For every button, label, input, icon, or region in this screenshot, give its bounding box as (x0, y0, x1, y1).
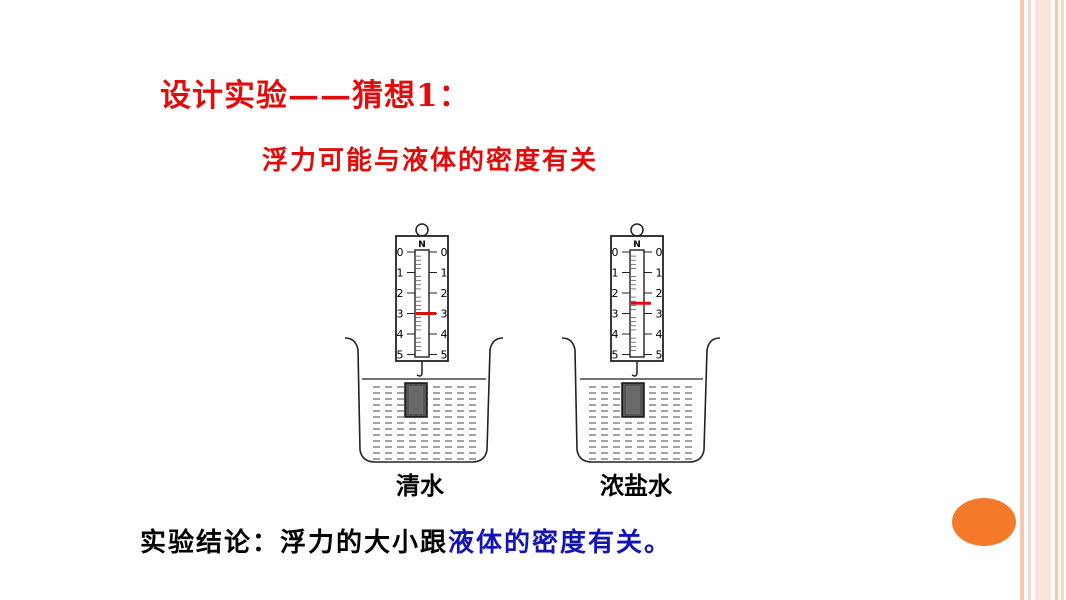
right-scale-tick-label-left: 2 (612, 287, 619, 300)
slide-title: 设计实验——猜想1： (160, 78, 471, 114)
border-stripe (1061, 0, 1064, 600)
scale-slot-left (414, 249, 430, 358)
right-scale-tick-label-left: 0 (612, 246, 619, 259)
right-scale-tick-label-right: 1 (656, 267, 663, 280)
hypothesis-subtitle: 浮力可能与液体的密度有关 (262, 146, 599, 176)
scale-hook-ring-left (415, 223, 429, 237)
left-scale-tick-label-left: 4 (397, 328, 404, 341)
conclusion-text: 实验结论：浮力的大小跟液体的密度有关。 (140, 522, 672, 559)
hook-left (416, 362, 423, 377)
left-scale-tick-label-right: 1 (441, 267, 448, 280)
scale-ticks-left: 0 0 1 1 2 2 3 3 4 4 5 5 (397, 246, 448, 362)
conclusion-prefix: 实验结论：浮力的大小跟 (140, 528, 449, 558)
beaker-left (344, 337, 504, 463)
left-setup: N 0 0 1 1 2 2 3 3 4 4 5 5 (344, 223, 504, 463)
label-clear-water: 清水 (396, 471, 444, 500)
left-scale-tick-label-left: 0 (397, 246, 404, 259)
right-scale-tick-label-right: 5 (656, 349, 663, 362)
left-scale-tick-label-right: 5 (441, 349, 448, 362)
scale-ticks-right: 0 0 1 1 2 2 3 3 4 4 5 5 (612, 246, 663, 362)
conclusion-highlight: 液体的密度有关。 (448, 528, 673, 558)
right-scale-tick-label-left: 4 (612, 328, 619, 341)
border-stripe (1020, 0, 1024, 600)
metal-block-left-shade (409, 386, 423, 414)
right-scale-tick-label-right: 0 (656, 246, 663, 259)
decorative-orange-dot (952, 498, 1016, 546)
right-scale-tick-label-left: 3 (612, 308, 619, 321)
left-scale-tick-label-left: 5 (397, 349, 404, 362)
hook-right (631, 362, 638, 377)
scale-hook-ring-right (630, 223, 644, 237)
right-scale-tick-label-left: 1 (612, 267, 619, 280)
right-setup: N 0 0 1 1 2 2 3 3 4 4 5 5 (561, 223, 721, 463)
left-scale-tick-label-left: 1 (397, 267, 404, 280)
scale-unit-right: N (633, 240, 641, 250)
metal-block-right-shade (626, 386, 640, 414)
right-scale-tick-label-right: 4 (656, 328, 663, 341)
border-stripe (1035, 0, 1051, 600)
border-stripe (1055, 0, 1058, 600)
left-scale-tick-label-left: 3 (397, 308, 404, 321)
border-stripe (1028, 0, 1031, 600)
right-scale-tick-label-right: 3 (656, 308, 663, 321)
left-scale-tick-label-right: 3 (441, 308, 448, 321)
left-scale-tick-label-left: 2 (397, 287, 404, 300)
left-scale-tick-label-right: 0 (441, 246, 448, 259)
label-salt-water: 浓盐水 (600, 471, 672, 500)
right-scale-tick-label-left: 5 (612, 349, 619, 362)
beaker-right (561, 337, 721, 463)
right-scale-tick-label-right: 2 (656, 287, 663, 300)
left-scale-tick-label-right: 4 (441, 328, 448, 341)
left-scale-tick-label-right: 2 (441, 287, 448, 300)
scale-unit-left: N (418, 240, 426, 250)
